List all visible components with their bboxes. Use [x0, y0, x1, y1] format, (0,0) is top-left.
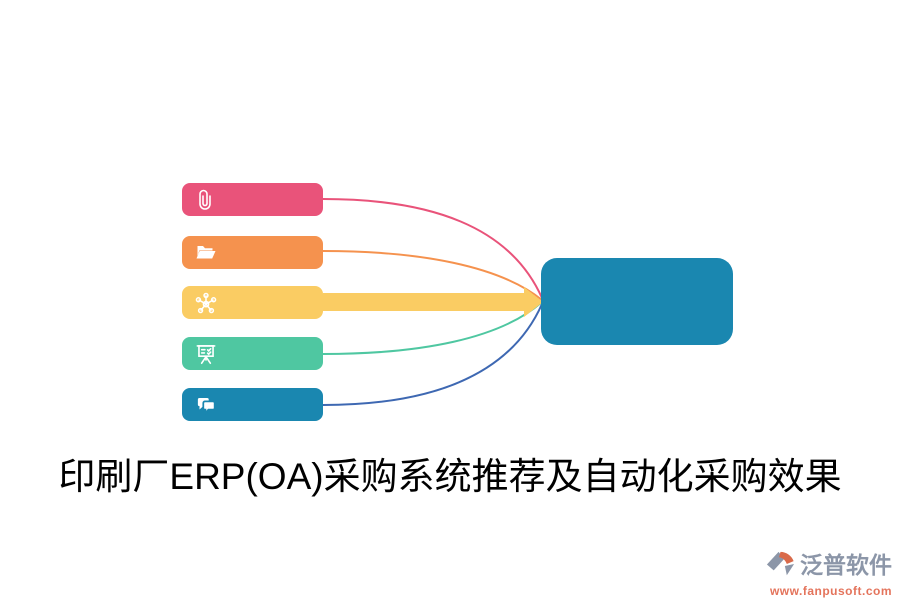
fanpu-logo-icon — [766, 551, 795, 576]
node-bar-network — [182, 286, 323, 319]
paperclip-icon — [199, 189, 211, 210]
connector-blue — [322, 303, 543, 406]
node-bar-chat — [182, 388, 323, 421]
connector-pink — [322, 198, 543, 299]
page-title: 印刷厂ERP(OA)采购系统推荐及自动化采购效果 — [58, 456, 842, 497]
chat-bubbles-icon — [197, 397, 216, 415]
presentation-board-icon — [196, 344, 216, 364]
watermark-brand: 泛普软件 — [800, 552, 892, 578]
node-bar-presentation — [182, 337, 323, 370]
node-bar-attachment — [182, 183, 323, 216]
watermark: 泛普软件 www.fanpusoft.com — [764, 549, 892, 598]
connector-orange — [322, 250, 543, 301]
watermark-url: www.fanpusoft.com — [769, 584, 892, 598]
folder-open-icon — [196, 245, 216, 258]
target-box — [541, 258, 733, 345]
node-bar-folder — [182, 236, 323, 269]
arrow-yellow — [323, 287, 543, 317]
network-icon — [195, 292, 217, 313]
